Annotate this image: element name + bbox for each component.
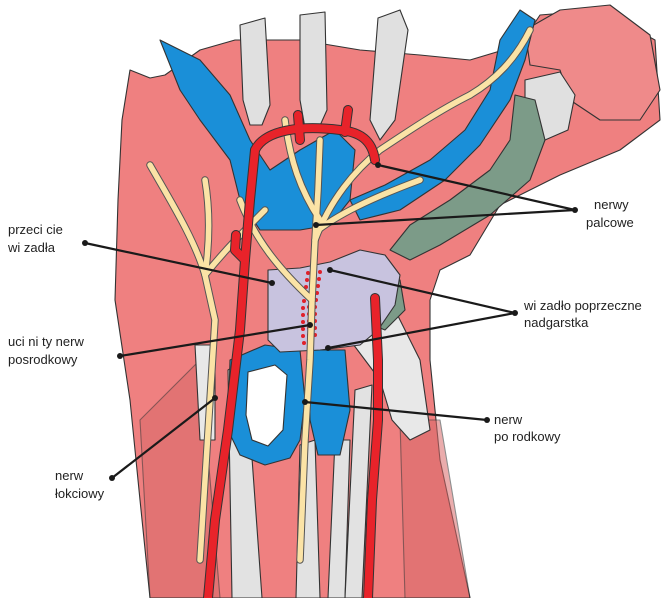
label-nerw-lokciowy: nerw łokciowy (55, 468, 105, 501)
metacarpal-2 (300, 12, 327, 130)
label-nerw-posrodkowy: nerw po rodkowy (494, 412, 561, 444)
label-przeciecie-wiezadla: przeci cie wi zadła (7, 222, 67, 255)
forearm-shade-right (400, 420, 470, 598)
label-nerwy-palcowe: nerwy palcowe (586, 197, 634, 230)
label-wiezadlo-poprzeczne: wi zadło poprzeczne nadgarstka (523, 298, 645, 330)
label-uciskniety-nerw-posrodkowy: uci ni ty nerw posrodkowy (8, 334, 88, 367)
